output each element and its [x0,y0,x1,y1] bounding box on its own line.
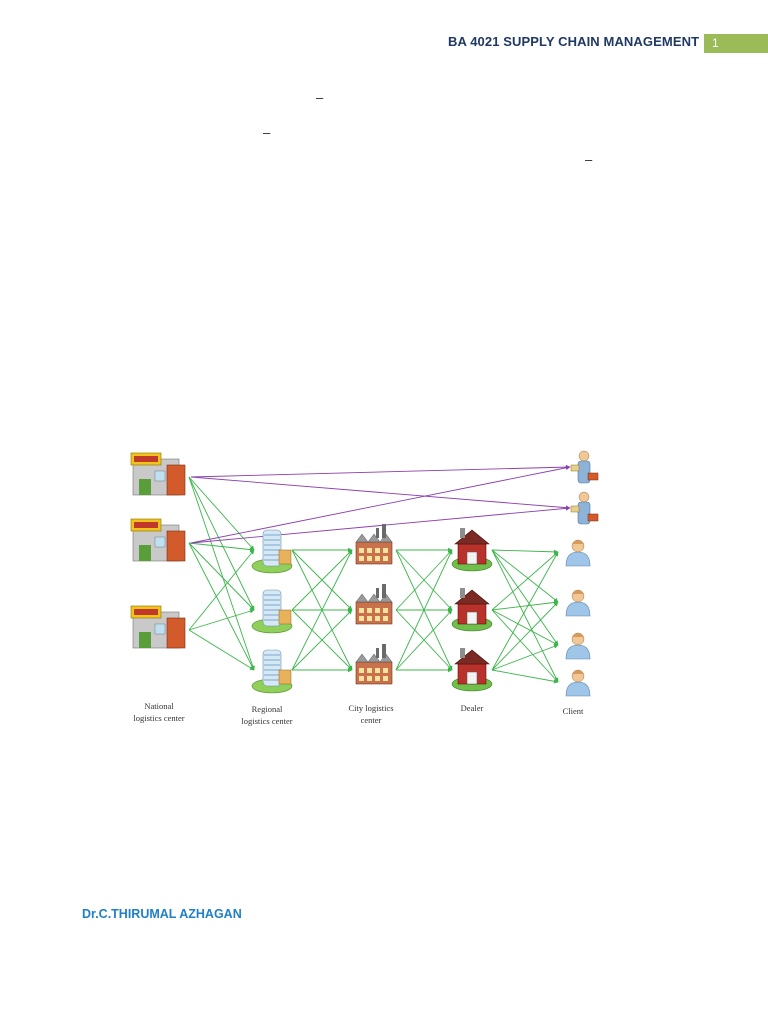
footer-author: Dr.C.THIRUMAL AZHAGAN [82,907,242,921]
label-national: logistics center [133,713,184,723]
page-number: 1 [712,36,719,50]
flow-arrow [492,550,558,552]
direct-arrow [191,508,570,543]
label-regional: logistics center [241,716,292,726]
dealer-icon [452,528,492,571]
dealer-icon [452,588,492,631]
flow-arrow [189,543,254,610]
city-center-icon [356,524,392,564]
flow-arrow [492,550,558,645]
text-dash: – [263,125,270,140]
label-dealer: Dealer [461,703,484,713]
client-icon [566,670,590,696]
flow-arrow [492,602,558,670]
flow-arrow [189,610,254,630]
page-number-badge: 1 [704,34,768,53]
client-icon [566,590,590,616]
label-national: National [144,701,174,711]
direct-arrow [191,477,570,508]
logistics-network-diagram: National logistics center Regional logis… [122,445,606,733]
flow-arrow [492,550,558,602]
city-center-icon [356,584,392,624]
regional-center-icon [252,650,292,693]
flow-arrow [492,552,558,610]
direct-client-icon [571,492,598,524]
label-city: City logistics [348,703,393,713]
label-regional: Regional [252,704,283,714]
national-center-icon [131,519,185,561]
dealer-icon [452,648,492,691]
regional-center-icon [252,590,292,633]
city-center-icon [356,644,392,684]
flow-arrow [189,477,254,670]
flow-arrow [492,610,558,682]
flow-arrow [492,645,558,670]
national-center-icon [131,453,185,495]
national-center-icon [131,606,185,648]
client-icon [566,540,590,566]
flow-arrow [492,602,558,610]
direct-arrow [191,467,570,543]
direct-client-icon [571,451,598,483]
header-title: BA 4021 SUPPLY CHAIN MANAGEMENT [448,34,699,49]
direct-arrow [191,467,570,477]
text-dash: – [585,152,592,167]
flow-arrow [189,477,254,550]
label-city: center [361,715,382,725]
text-dash: – [316,90,323,105]
client-icon [566,633,590,659]
label-client: Client [563,706,584,716]
